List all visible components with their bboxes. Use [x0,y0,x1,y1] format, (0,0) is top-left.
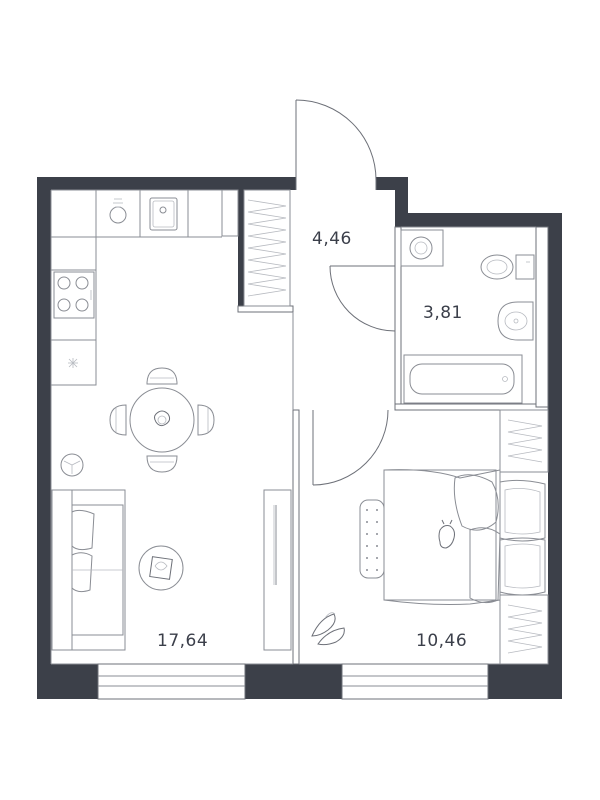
door-icon [329,265,396,332]
room-area-label-bathroom: 3,81 [423,303,463,323]
sink-icon [497,301,534,341]
sofa-icon [51,489,126,651]
washing-machine-icon [400,229,444,267]
room-area-label-living: 17,64 [157,631,208,651]
plant-icon [60,453,84,477]
wardrobe-icon [499,409,549,665]
wall-inner-lines [50,189,548,665]
wardrobe-icon [221,189,291,307]
bed-icon [359,469,546,605]
kitchen-counter [51,190,222,386]
plant-icon [311,612,345,646]
toilet-icon [480,254,535,280]
room-area-label-hall: 4,46 [312,229,352,249]
ottoman-icon [138,545,184,591]
bathtub-icon [403,354,523,404]
sink-icon [149,197,178,231]
door-icon [295,99,377,190]
fridge-icon [68,358,78,368]
stove-icon [53,271,95,319]
tv-unit-icon [263,489,292,651]
dining-table-icon [109,367,215,473]
window-icon [97,663,246,700]
room-area-label-bedroom: 10,46 [416,631,467,651]
walls [37,177,562,699]
window-icon [341,663,489,700]
door-icon [312,409,389,486]
dishwasher-icon [109,198,127,224]
